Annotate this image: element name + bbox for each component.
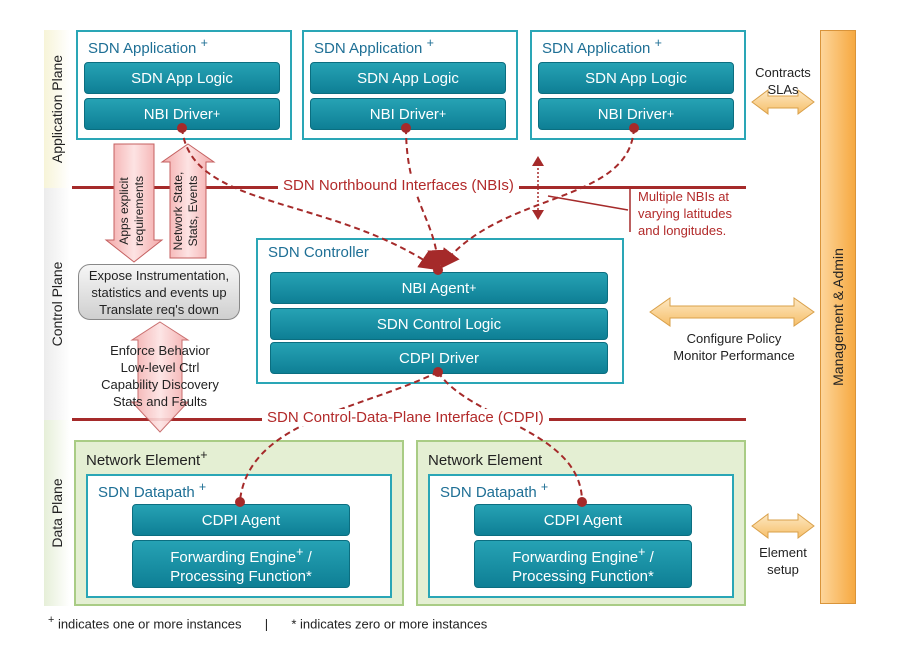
sdn-datapath: SDN Datapath + CDPI Agent Forwarding Eng… <box>428 474 734 598</box>
nbi-label: SDN Northbound Interfaces (NBIs) <box>278 177 519 194</box>
app-logic: SDN App Logic <box>538 62 734 94</box>
forwarding-engine: Forwarding Engine+ / Processing Function… <box>132 540 350 588</box>
control-plane-label: Control Plane <box>49 261 65 347</box>
footer-legend: + indicates one or more instances | * in… <box>48 614 487 631</box>
configure-label: Configure Policy Monitor Performance <box>673 331 795 363</box>
cdpi-label: SDN Control-Data-Plane Interface (CDPI) <box>262 409 549 426</box>
app-title: SDN Application + <box>314 36 434 57</box>
element-setup-label: Element setup <box>759 545 807 577</box>
down-arrow-text: Apps explicit requirements <box>117 175 146 247</box>
nbi-driver: NBI Driver+ <box>84 98 280 130</box>
dotted-arrow-head-bottom <box>532 210 544 220</box>
data-plane-band <box>44 420 70 606</box>
app-title: SDN Application + <box>88 36 208 57</box>
nbi-agent: NBI Agent+ <box>270 272 608 304</box>
contracts-label: Contracts SLAs <box>755 65 811 97</box>
enforce-behavior-text: Enforce Behavior Low-level Ctrl Capabili… <box>101 343 219 409</box>
datapath-title: SDN Datapath + <box>440 480 549 501</box>
sdn-application-1: SDN Application + SDN App Logic NBI Driv… <box>76 30 292 140</box>
app-logic: SDN App Logic <box>310 62 506 94</box>
control-plane-band <box>44 188 70 420</box>
nbi-note: Multiple NBIs at varying latitudes and l… <box>638 189 732 238</box>
configure-arrow <box>649 297 815 327</box>
footer-plus: + <box>48 614 55 626</box>
application-plane-label: Application Plane <box>49 54 65 164</box>
dotted-arrow-head-top <box>532 156 544 166</box>
network-element-1: Network Element+ SDN Datapath + CDPI Age… <box>74 440 404 606</box>
note-leader <box>547 195 629 211</box>
sdn-application-3: SDN Application + SDN App Logic NBI Driv… <box>530 30 746 140</box>
sdn-datapath: SDN Datapath + CDPI Agent Forwarding Eng… <box>86 474 392 598</box>
management-admin-bar <box>820 30 856 604</box>
instrumentation-box: Expose Instrumentation, statistics and e… <box>78 264 240 320</box>
management-admin-label: Management & Admin <box>830 248 846 386</box>
cdpi-agent: CDPI Agent <box>474 504 692 536</box>
application-plane-band <box>44 30 70 188</box>
sdn-control-logic: SDN Control Logic <box>270 308 608 340</box>
up-arrow-text: Network State, Stats, Events <box>171 171 200 251</box>
nbi-driver: NBI Driver+ <box>538 98 734 130</box>
network-element-2: Network Element SDN Datapath + CDPI Agen… <box>416 440 746 606</box>
app-title: SDN Application + <box>542 36 662 57</box>
element-setup-arrow <box>751 513 815 539</box>
network-element-title: Network Element+ <box>86 448 208 469</box>
footer-plus-text: indicates one or more instances <box>54 616 242 632</box>
datapath-title: SDN Datapath + <box>98 480 207 501</box>
sdn-application-2: SDN Application + SDN App Logic NBI Driv… <box>302 30 518 140</box>
cdpi-agent: CDPI Agent <box>132 504 350 536</box>
footer-star-text: * indicates zero or more instances <box>291 616 488 632</box>
sdn-controller: SDN Controller NBI Agent+ SDN Control Lo… <box>256 238 624 384</box>
forwarding-engine: Forwarding Engine+ / Processing Function… <box>474 540 692 588</box>
network-element-title: Network Element <box>428 452 543 469</box>
cdpi-driver: CDPI Driver <box>270 342 608 374</box>
data-plane-label: Data Plane <box>49 478 65 548</box>
nbi-driver: NBI Driver+ <box>310 98 506 130</box>
footer-separator: | <box>264 616 269 632</box>
app-logic: SDN App Logic <box>84 62 280 94</box>
controller-title: SDN Controller <box>268 244 369 261</box>
